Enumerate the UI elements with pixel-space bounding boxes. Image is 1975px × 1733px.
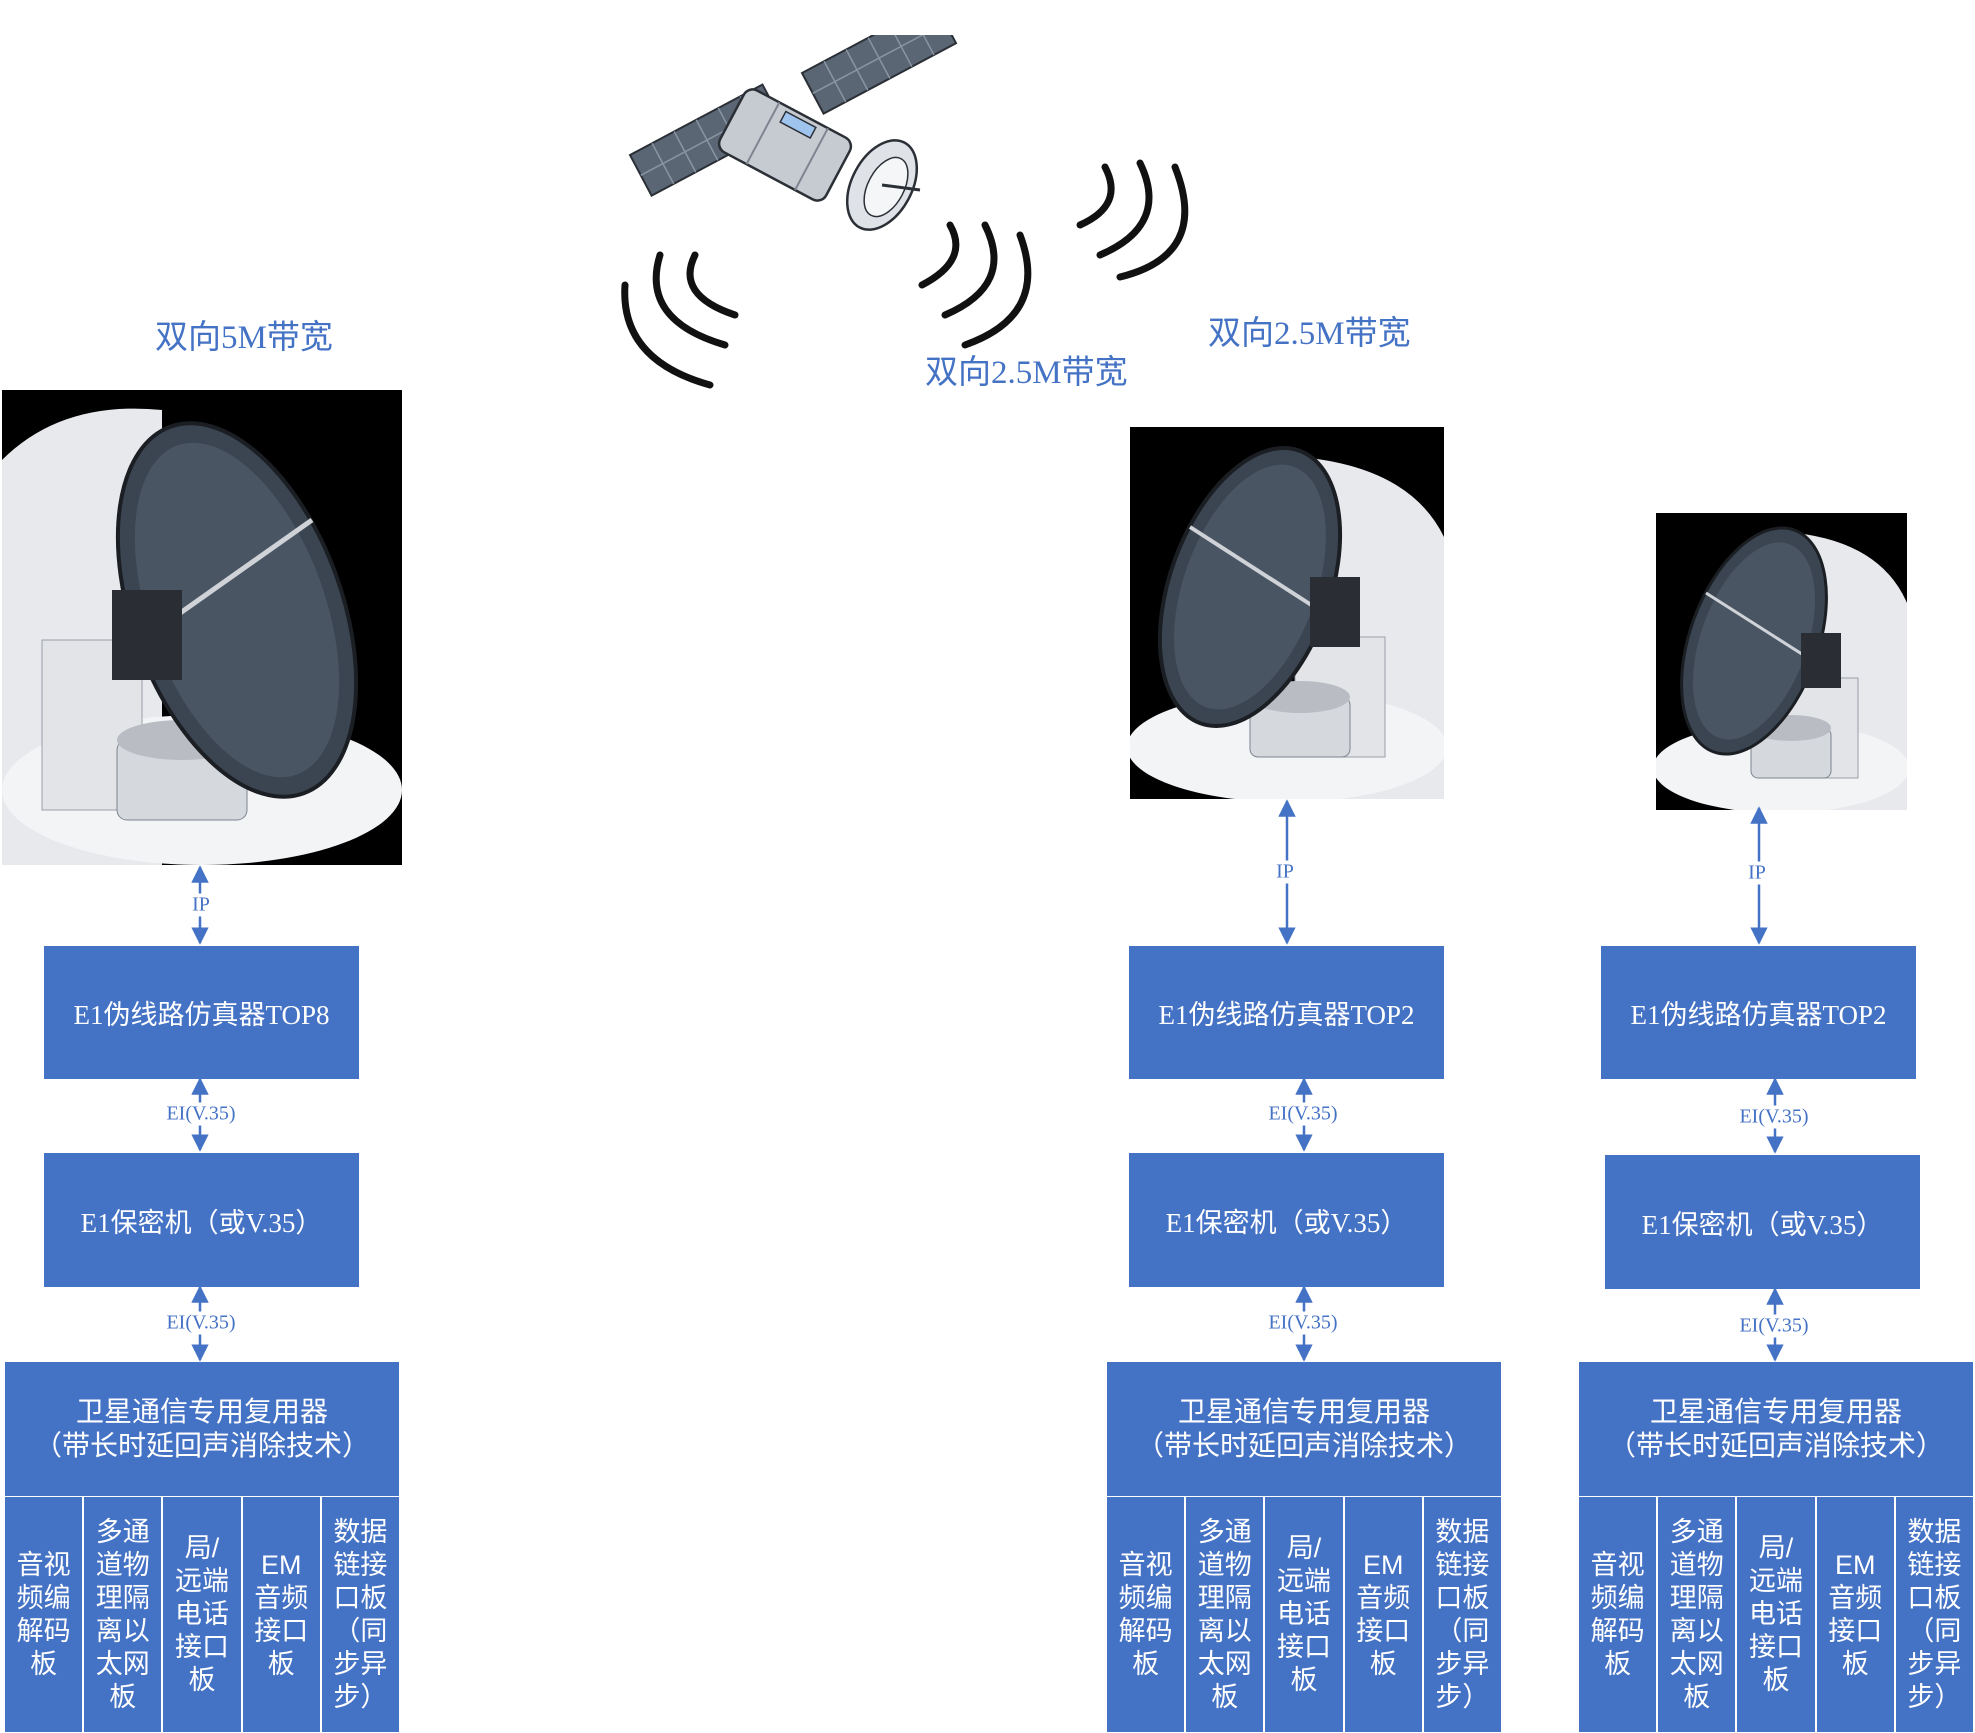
multiplexer-1: 卫星通信专用复用器 （带长时延回声消除技术） 音视频编解码板 多通道物理隔离以太… bbox=[5, 1362, 399, 1732]
encryptor-box-3: E1保密机（或V.35） bbox=[1605, 1155, 1920, 1289]
multiplexer-title: 卫星通信专用复用器 （带长时延回声消除技术） bbox=[1579, 1362, 1973, 1495]
satellite-dish-antenna-icon bbox=[1130, 446, 1444, 799]
e1-link-label-1b: EI(V.35) bbox=[164, 1311, 238, 1335]
multiplexer-title: 卫星通信专用复用器 （带长时延回声消除技术） bbox=[1107, 1362, 1501, 1495]
antenna-photo-station-2 bbox=[1130, 427, 1444, 799]
radio-waves-icon bbox=[621, 159, 1189, 389]
multiplexer-title: 卫星通信专用复用器 （带长时延回声消除技术） bbox=[5, 1362, 399, 1495]
multiplexer-title-line1: 卫星通信专用复用器 bbox=[1649, 1395, 1902, 1427]
multiplexer-title-line2: （带长时延回声消除技术） bbox=[1607, 1429, 1944, 1461]
multiplexer-title-line2: （带长时延回声消除技术） bbox=[1135, 1429, 1472, 1461]
card-av-codec: 音视频编解码板 bbox=[1579, 1497, 1659, 1732]
card-isolated-ethernet: 多通道物理隔离以太网板 bbox=[1658, 1497, 1738, 1732]
e1-link-label-2b: EI(V.35) bbox=[1266, 1311, 1340, 1335]
e1-link-label-1a: EI(V.35) bbox=[164, 1102, 238, 1126]
ip-link-label-3: IP bbox=[1746, 861, 1768, 885]
multiplexer-title-line1: 卫星通信专用复用器 bbox=[1177, 1395, 1430, 1427]
card-em-audio: EM音频接口板 bbox=[243, 1497, 322, 1732]
ip-link-label-2: IP bbox=[1274, 860, 1296, 884]
e1-link-label-2a: EI(V.35) bbox=[1266, 1102, 1340, 1126]
card-data-link: 数据链接口板（同步异步） bbox=[333, 1516, 388, 1712]
bandwidth-label-middle: 双向2.5M带宽 bbox=[925, 355, 1128, 391]
card-isolated-ethernet: 多通道物理隔离以太网板 bbox=[1186, 1497, 1266, 1732]
encryptor-box-2: E1保密机（或V.35） bbox=[1129, 1153, 1444, 1287]
card-isolated-ethernet: 多通道物理隔离以太网板 bbox=[84, 1497, 164, 1732]
card-em-audio: EM音频接口板 bbox=[1817, 1497, 1896, 1732]
card-phone-interface: 局/远端电话接口板 bbox=[1265, 1497, 1345, 1732]
pseudowire-emulator-box-2: E1伪线路仿真器TOP2 bbox=[1129, 946, 1444, 1079]
e1-link-label-3b: EI(V.35) bbox=[1737, 1314, 1811, 1338]
bandwidth-label-right: 双向2.5M带宽 bbox=[1208, 316, 1411, 352]
card-data-link: 数据链接口板（同步异步） bbox=[1907, 1516, 1962, 1712]
card-av-codec: 音视频编解码板 bbox=[5, 1497, 85, 1732]
antenna-photo-station-3 bbox=[1656, 513, 1907, 810]
pseudowire-emulator-box-3: E1伪线路仿真器TOP2 bbox=[1601, 946, 1916, 1079]
card-data-link: 数据链接口板（同步异步） bbox=[1435, 1516, 1490, 1712]
antenna-photo-station-1 bbox=[2, 390, 402, 865]
ip-link-label-1: IP bbox=[190, 893, 212, 917]
card-em-audio: EM音频接口板 bbox=[1345, 1497, 1424, 1732]
multiplexer-title-line2: （带长时延回声消除技术） bbox=[33, 1429, 370, 1461]
card-phone-interface: 局/远端电话接口板 bbox=[163, 1497, 243, 1732]
encryptor-box-1: E1保密机（或V.35） bbox=[44, 1153, 359, 1287]
multiplexer-title-line1: 卫星通信专用复用器 bbox=[75, 1395, 328, 1427]
pseudowire-emulator-box-1: E1伪线路仿真器TOP8 bbox=[44, 946, 359, 1079]
satellite-icon bbox=[628, 35, 958, 231]
card-phone-interface: 局/远端电话接口板 bbox=[1737, 1497, 1817, 1732]
satellite-dish-antenna-icon bbox=[1656, 526, 1907, 810]
multiplexer-3: 卫星通信专用复用器 （带长时延回声消除技术） 音视频编解码板 多通道物理隔离以太… bbox=[1579, 1362, 1973, 1732]
e1-link-label-3a: EI(V.35) bbox=[1737, 1105, 1811, 1129]
card-av-codec: 音视频编解码板 bbox=[1107, 1497, 1187, 1732]
satellite-dish-antenna-icon bbox=[2, 408, 402, 865]
bandwidth-label-left: 双向5M带宽 bbox=[155, 320, 333, 356]
multiplexer-2: 卫星通信专用复用器 （带长时延回声消除技术） 音视频编解码板 多通道物理隔离以太… bbox=[1107, 1362, 1501, 1732]
